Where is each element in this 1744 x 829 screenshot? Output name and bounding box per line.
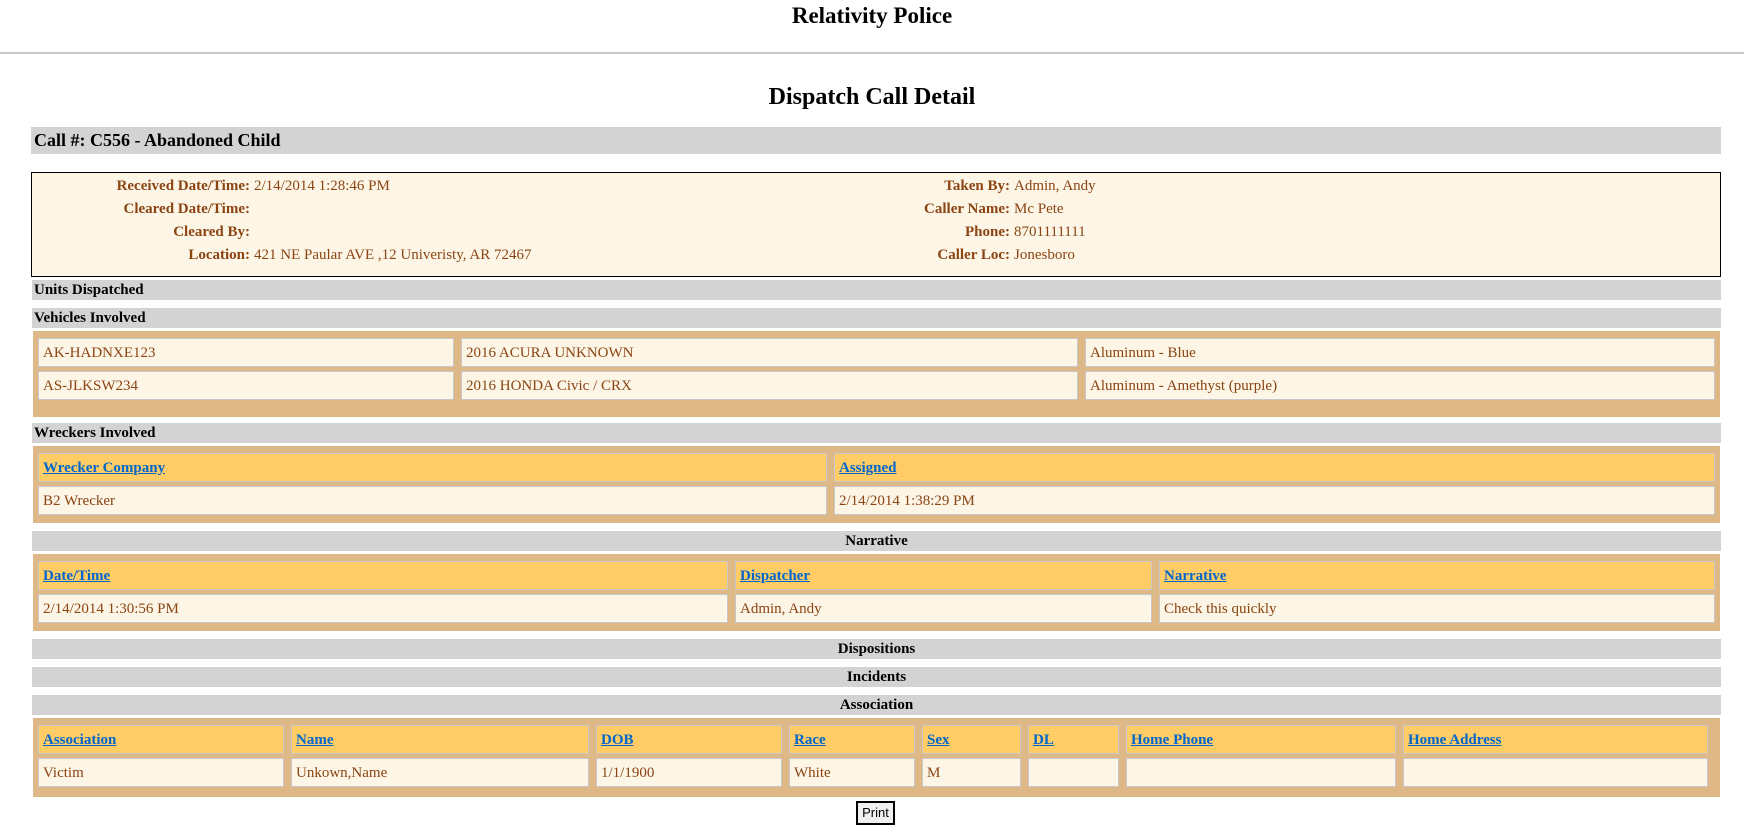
association-header: Association: [32, 695, 1721, 715]
sex-cell: M: [922, 758, 1021, 787]
dl-sort-link[interactable]: DL: [1033, 732, 1054, 748]
cleared-by-label: Cleared By:: [173, 224, 250, 240]
vehicles-involved-header: Vehicles Involved: [32, 308, 1721, 328]
narrative-header: Narrative: [32, 531, 1721, 551]
print-button[interactable]: Print: [856, 801, 895, 825]
date-time-sort-link[interactable]: Date/Time: [43, 568, 111, 584]
vehicle-color: Aluminum - Blue: [1085, 338, 1715, 367]
table-row: AS-JLKSW234 2016 HONDA Civic / CRX Alumi…: [38, 371, 1715, 400]
association-table: Association Name DOB Race Sex DL Home Ph…: [33, 718, 1720, 797]
wreckers-involved-header: Wreckers Involved: [32, 423, 1721, 443]
vehicle-plate: AK-HADNXE123: [38, 338, 454, 367]
assigned-sort-link[interactable]: Assigned: [839, 460, 897, 476]
caller-name-value: Mc Pete: [1014, 201, 1064, 217]
vehicle-plate: AS-JLKSW234: [38, 371, 454, 400]
table-header-row: Association Name DOB Race Sex DL Home Ph…: [38, 725, 1715, 754]
narrative-date-cell: 2/14/2014 1:30:56 PM: [38, 594, 728, 623]
call-number-bar: Call #: C556 - Abandoned Child: [31, 127, 1721, 154]
table-header-row: Date/Time Dispatcher Narrative: [38, 561, 1715, 590]
dl-cell: [1028, 758, 1119, 787]
home-address-cell: [1403, 758, 1708, 787]
received-value: 2/14/2014 1:28:46 PM: [254, 178, 390, 194]
association-sort-link[interactable]: Association: [43, 732, 117, 748]
home-phone-cell: [1126, 758, 1396, 787]
name-cell: Unkown,Name: [291, 758, 589, 787]
narrative-table: Date/Time Dispatcher Narrative 2/14/2014…: [33, 554, 1720, 631]
vehicles-table: AK-HADNXE123 2016 ACURA UNKNOWN Aluminum…: [33, 331, 1720, 417]
narrative-dispatcher-cell: Admin, Andy: [735, 594, 1152, 623]
dob-column-header[interactable]: DOB: [596, 725, 782, 754]
table-row: B2 Wrecker 2/14/2014 1:38:29 PM: [38, 486, 1715, 515]
table-header-row: Wrecker Company Assigned: [38, 453, 1715, 482]
wrecker-company-cell: B2 Wrecker: [38, 486, 827, 515]
call-info-panel: Received Date/Time: 2/14/2014 1:28:46 PM…: [31, 172, 1721, 277]
wrecker-company-column-header[interactable]: Wrecker Company: [38, 453, 827, 482]
narrative-column-header[interactable]: Narrative: [1159, 561, 1715, 590]
table-row: AK-HADNXE123 2016 ACURA UNKNOWN Aluminum…: [38, 338, 1715, 367]
dob-cell: 1/1/1900: [596, 758, 782, 787]
sex-column-header[interactable]: Sex: [922, 725, 1021, 754]
vehicle-make-model: 2016 HONDA Civic / CRX: [461, 371, 1078, 400]
caller-loc-value: Jonesboro: [1014, 247, 1075, 263]
cleared-label: Cleared Date/Time:: [123, 201, 251, 217]
dispatcher-sort-link[interactable]: Dispatcher: [740, 568, 810, 584]
dob-sort-link[interactable]: DOB: [601, 732, 634, 748]
caller-loc-label: Caller Loc:: [937, 247, 1010, 263]
association-cell: Victim: [38, 758, 284, 787]
dl-column-header[interactable]: DL: [1028, 725, 1119, 754]
name-column-header[interactable]: Name: [291, 725, 589, 754]
table-row: 2/14/2014 1:30:56 PM Admin, Andy Check t…: [38, 594, 1715, 623]
narrative-text-cell: Check this quickly: [1159, 594, 1715, 623]
location-value: 421 NE Paular AVE ,12 Univeristy, AR 724…: [254, 247, 532, 263]
units-dispatched-header: Units Dispatched: [32, 280, 1721, 300]
name-sort-link[interactable]: Name: [296, 732, 334, 748]
home-phone-column-header[interactable]: Home Phone: [1126, 725, 1396, 754]
wrecker-company-sort-link[interactable]: Wrecker Company: [43, 460, 166, 476]
page-title: Dispatch Call Detail: [768, 84, 976, 110]
home-phone-sort-link[interactable]: Home Phone: [1131, 732, 1214, 748]
table-row: Victim Unkown,Name 1/1/1900 White M: [38, 758, 1715, 787]
assigned-cell: 2/14/2014 1:38:29 PM: [834, 486, 1715, 515]
incidents-header: Incidents: [32, 667, 1721, 687]
wreckers-table: Wrecker Company Assigned B2 Wrecker 2/14…: [33, 446, 1720, 523]
association-column-header[interactable]: Association: [38, 725, 284, 754]
home-address-sort-link[interactable]: Home Address: [1408, 732, 1502, 748]
page-header: Relativity Police: [0, 0, 1744, 54]
date-time-column-header[interactable]: Date/Time: [38, 561, 728, 590]
phone-label: Phone:: [965, 224, 1010, 240]
location-label: Location:: [188, 247, 250, 263]
phone-value: 8701111111: [1014, 224, 1086, 240]
received-label: Received Date/Time:: [116, 178, 250, 194]
dispatcher-column-header[interactable]: Dispatcher: [735, 561, 1152, 590]
caller-name-label: Caller Name:: [924, 201, 1010, 217]
race-cell: White: [789, 758, 915, 787]
vehicle-color: Aluminum - Amethyst (purple): [1085, 371, 1715, 400]
app-title: Relativity Police: [791, 3, 953, 28]
sex-sort-link[interactable]: Sex: [927, 732, 950, 748]
taken-by-value: Admin, Andy: [1014, 178, 1096, 194]
home-address-column-header[interactable]: Home Address: [1403, 725, 1708, 754]
dispositions-header: Dispositions: [32, 639, 1721, 659]
race-column-header[interactable]: Race: [789, 725, 915, 754]
assigned-column-header[interactable]: Assigned: [834, 453, 1715, 482]
taken-by-label: Taken By:: [944, 178, 1010, 194]
race-sort-link[interactable]: Race: [794, 732, 826, 748]
vehicle-make-model: 2016 ACURA UNKNOWN: [461, 338, 1078, 367]
narrative-sort-link[interactable]: Narrative: [1164, 568, 1227, 584]
